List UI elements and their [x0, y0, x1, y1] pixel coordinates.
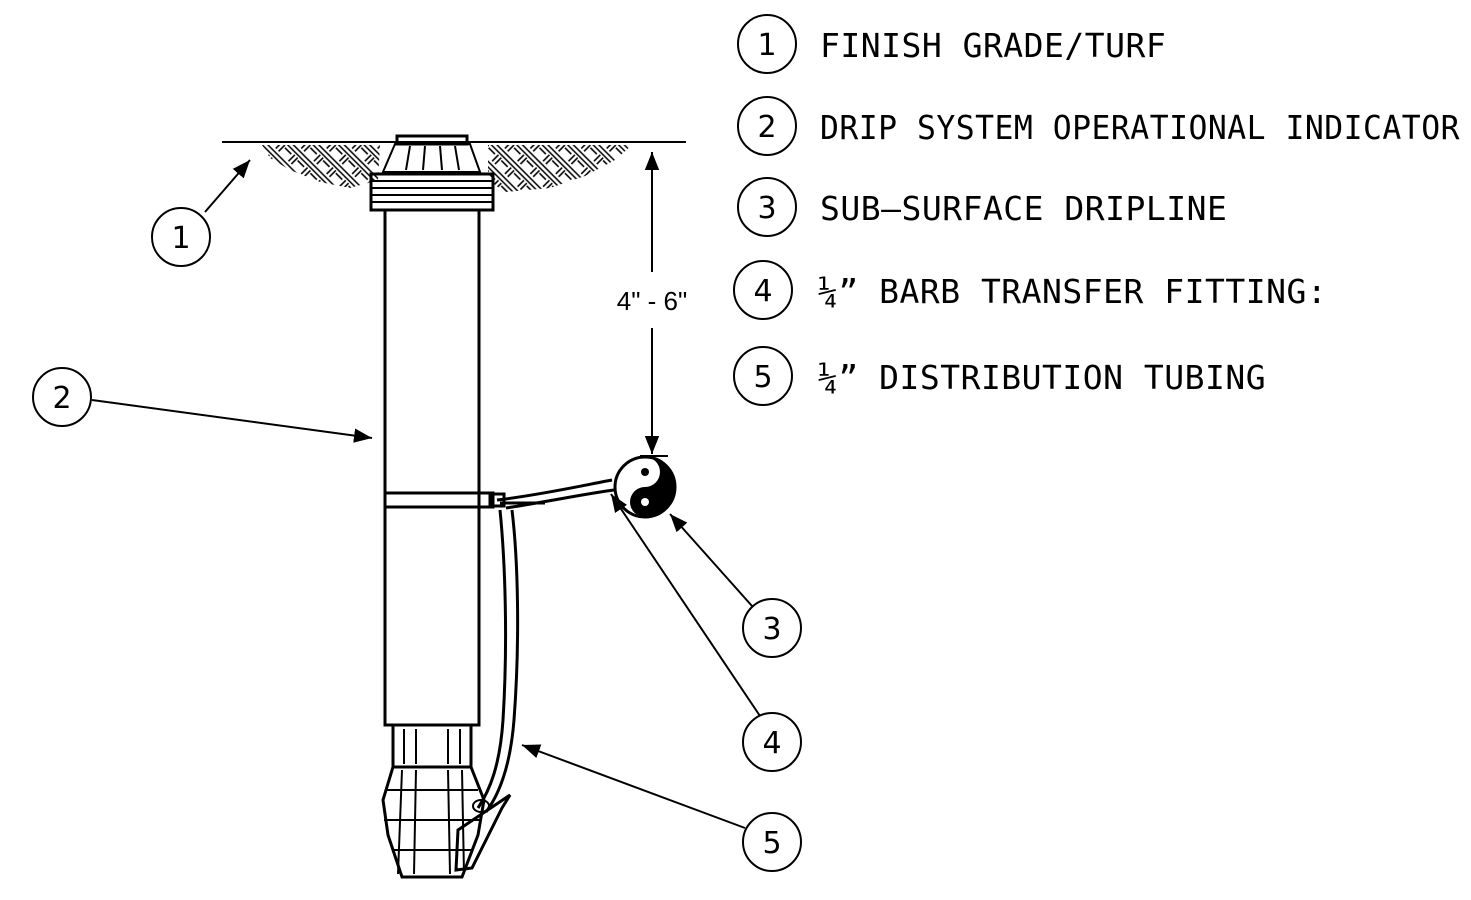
- depth-label: 4" - 6": [617, 286, 687, 316]
- legend-label-3: SUB–SURFACE DRIPLINE: [820, 189, 1227, 228]
- legend-item-4: 4 ¼” BARB TRANSFER FITTING:: [733, 260, 1327, 320]
- callout-2: 2: [32, 367, 92, 427]
- svg-text:3: 3: [757, 191, 776, 226]
- svg-text:4: 4: [762, 726, 781, 761]
- legend-label-1: FINISH GRADE/TURF: [820, 26, 1166, 65]
- distribution-tubing: [472, 478, 615, 813]
- svg-text:3: 3: [762, 612, 781, 647]
- turf-hatch-left: [262, 145, 380, 188]
- legend: 1 FINISH GRADE/TURF 2 DRIP SYSTEM OPERAT…: [733, 14, 1460, 406]
- legend-label-5: ¼” DISTRIBUTION TUBING: [818, 358, 1266, 397]
- legend-item-1: 1 FINISH GRADE/TURF: [737, 14, 1166, 74]
- callout-3: 3: [742, 598, 802, 658]
- svg-text:2: 2: [757, 110, 776, 145]
- legend-label-2: DRIP SYSTEM OPERATIONAL INDICATOR: [820, 108, 1460, 147]
- collar-threads: [371, 180, 493, 203]
- operational-indicator: [369, 134, 512, 879]
- sub-surface-dripline: [613, 455, 677, 519]
- leader-lines: [91, 159, 761, 829]
- svg-text:5: 5: [753, 360, 772, 395]
- depth-dimension: 4" - 6": [617, 152, 687, 457]
- finish-grade: [222, 141, 686, 192]
- callout-5: 5: [742, 812, 802, 872]
- svg-text:2: 2: [52, 381, 71, 416]
- svg-text:1: 1: [757, 28, 776, 63]
- callout-1: 1: [151, 207, 211, 267]
- legend-item-5: 5 ¼” DISTRIBUTION TUBING: [733, 346, 1266, 406]
- legend-label-4: ¼” BARB TRANSFER FITTING:: [818, 272, 1327, 311]
- turf-hatch-right: [488, 145, 632, 192]
- svg-text:1: 1: [171, 221, 190, 256]
- legend-item-2: 2 DRIP SYSTEM OPERATIONAL INDICATOR: [737, 96, 1460, 156]
- svg-text:5: 5: [762, 826, 781, 861]
- legend-item-3: 3 SUB–SURFACE DRIPLINE: [737, 177, 1227, 237]
- callout-4: 4: [742, 712, 802, 772]
- svg-text:4: 4: [753, 274, 772, 309]
